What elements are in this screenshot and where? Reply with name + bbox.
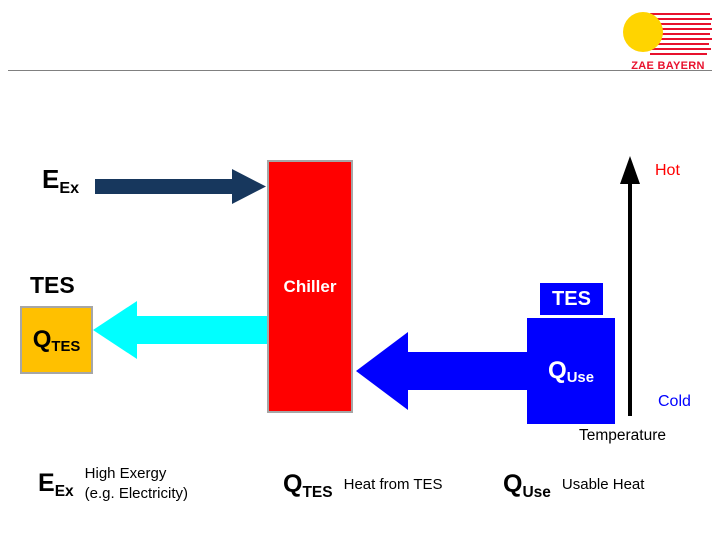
tes-blue-label: TES [552,287,591,310]
legend-quse-base: Q [503,470,523,498]
exergy-arrow [95,169,266,204]
legend-term-qtes: QTES [283,470,333,501]
logo-text: ZAE BAYERN [631,60,705,72]
legend-desc-qtes: Heat from TES [343,475,443,493]
exergy-input-label: EEx [42,164,80,197]
sun-rays-icon [623,12,712,55]
legend-term-exergy: EEx [38,469,74,500]
legend-item-exergy: EEx High Exergy (e.g. Electricity) [38,464,188,503]
tes-heat-arrow [93,301,267,359]
legend-exergy-sub: Ex [54,482,74,500]
exergy-base: E [42,164,60,194]
q-tes-base: Q [32,326,52,353]
cold-label: Cold [658,393,691,410]
tes-blue-box: TES [540,283,603,315]
hot-label: Hot [655,162,680,179]
temperature-axis-label: Temperature [579,427,667,444]
legend-item-qtes: QTES Heat from TES [283,470,443,501]
legend-desc-quse: Usable Heat [561,475,645,493]
legend-quse-sub: Use [522,483,551,501]
chiller-label: Chiller [283,276,337,296]
q-use-box: QUse [527,318,615,424]
q-use-base: Q [548,357,567,384]
legend-item-quse: QUse Usable Heat [503,470,645,501]
legend-term-quse: QUse [503,470,551,501]
legend-exergy-desc-line2: (e.g. Electricity) [84,484,189,502]
q-tes-sub: TES [51,339,81,356]
q-tes-label: QTES [32,326,81,356]
legend-exergy-desc-line1: High Exergy [84,465,167,482]
q-use-sub: Use [566,370,594,387]
exergy-sub: Ex [59,178,80,197]
temperature-axis-arrow [620,156,640,416]
zae-bayern-logo: ZAE BAYERN [622,10,714,74]
chiller-box: Chiller [267,160,353,413]
tes-heading: TES [30,272,75,298]
header-divider [8,70,712,71]
legend-desc-exergy: High Exergy (e.g. Electricity) [85,464,188,503]
tes-storage-box: QTES [20,306,93,374]
legend-qtes-base: Q [283,470,303,498]
usable-heat-arrow [356,332,527,410]
q-use-label: QUse [548,357,594,387]
legend-qtes-sub: TES [302,483,333,501]
legend-exergy-base: E [38,469,55,497]
sun-circle [623,12,663,52]
